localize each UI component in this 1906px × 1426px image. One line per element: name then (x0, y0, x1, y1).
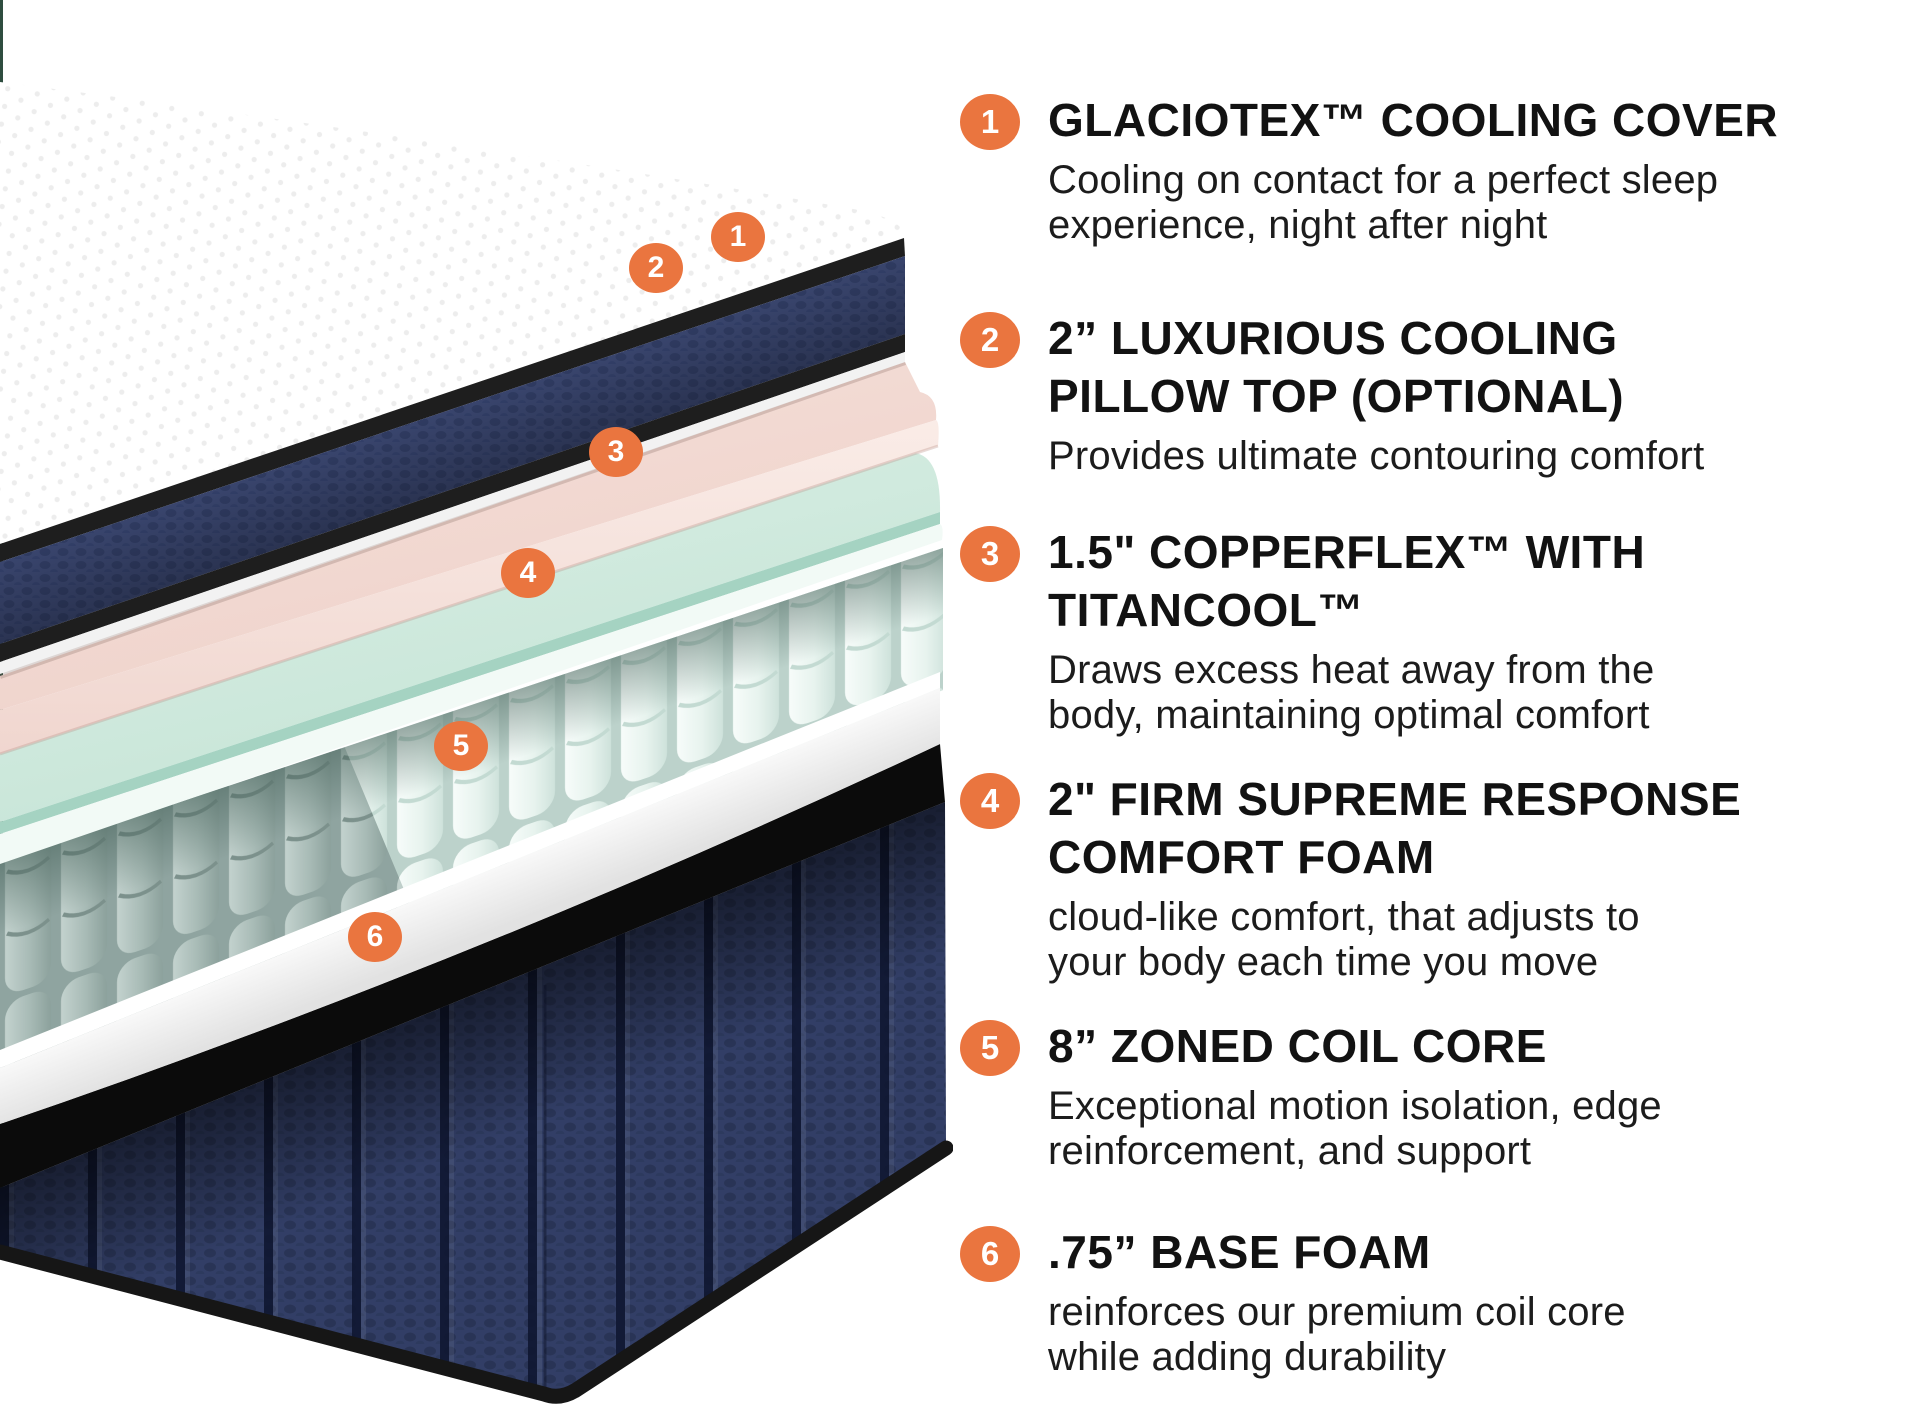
feature-title-6: .75” BASE FOAM (1048, 1226, 1431, 1278)
diagram-callout-4: 4 (501, 548, 555, 598)
callout-badge-6: 6 (960, 1226, 1020, 1282)
diagram-callout-5: 5 (434, 721, 488, 771)
callout-badge-2: 2 (960, 312, 1020, 368)
feature-item-6: 6 .75” BASE FOAM reinforces our premium … (960, 1224, 1626, 1380)
feature-title-2: 2” LUXURIOUS COOLING PILLOW TOP (OPTIONA… (1048, 312, 1625, 422)
feature-item-4: 4 2" FIRM SUPREME RESPONSE COMFORT FOAM … (960, 771, 1741, 985)
feature-description-4: cloud-like comfort, that adjusts to your… (1048, 894, 1640, 985)
callout-badge-3: 3 (960, 526, 1020, 582)
feature-item-2: 2 2” LUXURIOUS COOLING PILLOW TOP (OPTIO… (960, 310, 1704, 479)
layer-coil-base-slab (0, 672, 940, 1124)
feature-description-5: Exceptional motion isolation, edge reinf… (1048, 1083, 1662, 1174)
feature-item-1: 1 GLACIOTEX™ COOLING COVER Cooling on co… (960, 92, 1778, 248)
diagram-callout-2: 2 (629, 243, 683, 293)
mattress-illustration: 1 2 3 4 5 6 (0, 82, 953, 1404)
diagram-callout-6: 6 (348, 912, 402, 962)
callout-badge-4: 4 (960, 773, 1020, 829)
feature-item-5: 5 8” ZONED COIL CORE Exceptional motion … (960, 1018, 1662, 1174)
mattress-layers-svg (0, 82, 953, 1404)
feature-description-1: Cooling on contact for a perfect sleep e… (1048, 157, 1719, 248)
callout-badge-1: 1 (960, 94, 1020, 150)
diagram-callout-3: 3 (589, 427, 643, 477)
feature-item-3: 3 1.5" COPPERFLEX™ WITH TITANCOOL™ Draws… (960, 524, 1654, 738)
feature-title-1: GLACIOTEX™ COOLING COVER (1048, 94, 1779, 146)
feature-description-2: Provides ultimate contouring comfort (1048, 433, 1705, 478)
feature-title-4: 2" FIRM SUPREME RESPONSE COMFORT FOAM (1048, 773, 1742, 883)
layer-copperflex (0, 362, 939, 756)
feature-title-5: 8” ZONED COIL CORE (1048, 1020, 1547, 1072)
diagram-callout-1: 1 (711, 212, 765, 262)
feature-title-3: 1.5" COPPERFLEX™ WITH TITANCOOL™ (1048, 526, 1646, 636)
layer-cover-and-pillow-top (0, 82, 906, 679)
feature-description-3: Draws excess heat away from the body, ma… (1048, 647, 1655, 738)
layer-base-foam (0, 802, 953, 1404)
callout-badge-5: 5 (960, 1020, 1020, 1076)
layer-shadow-gap (0, 744, 945, 1188)
layer-comfort-foam (0, 453, 943, 864)
feature-description-6: reinforces our premium coil core while a… (1048, 1289, 1626, 1380)
